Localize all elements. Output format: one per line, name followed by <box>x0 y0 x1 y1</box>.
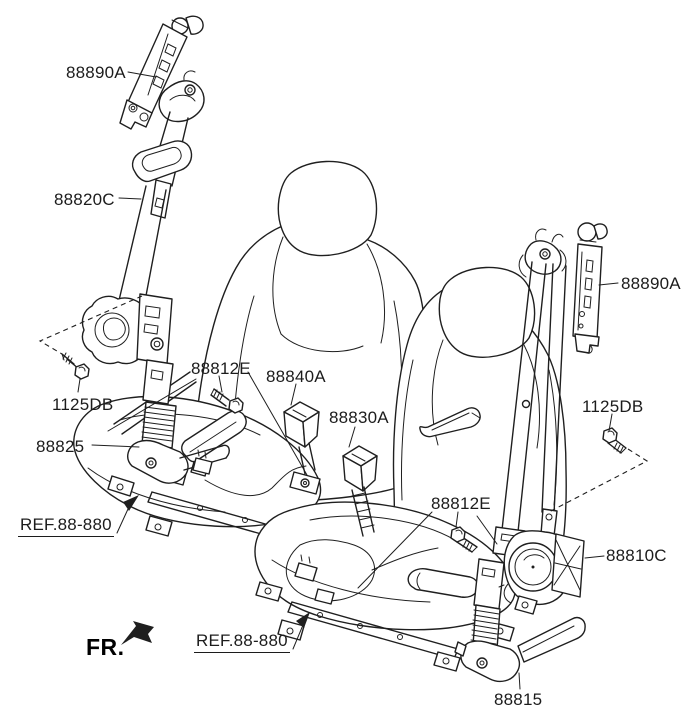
leader-lines <box>77 71 619 690</box>
ref-arrow-left-icon <box>116 495 139 534</box>
part-label-88825: 88825 <box>36 437 85 456</box>
part-label-1125db-right: 1125DB <box>582 397 644 416</box>
right-belt-height-adjuster <box>572 222 608 354</box>
part-label-88840a: 88840A <box>266 367 326 386</box>
part-label-88815: 88815 <box>494 690 543 709</box>
dashed-alignment-lines <box>38 295 649 513</box>
part-label-88812e-left: 88812E <box>191 359 251 378</box>
bolt-88812e-left <box>210 388 244 414</box>
part-label-88830a: 88830A <box>329 408 389 427</box>
ref-label-left: REF.88-880 <box>18 516 114 537</box>
left-belt-height-adjuster <box>119 15 204 130</box>
ref-arrow-bottom-icon <box>292 612 310 650</box>
part-label-88890a-right: 88890A <box>621 274 681 293</box>
part-label-88810c: 88810C <box>606 546 667 565</box>
belt-retractor-88810c <box>503 508 585 615</box>
right-seat-belt <box>419 228 567 558</box>
bolt-1125db-left <box>61 352 90 380</box>
anchor-pretensioner-88825 <box>127 359 230 484</box>
part-label-88812e-right: 88812E <box>431 494 491 513</box>
part-label-88820c: 88820C <box>54 190 115 209</box>
anchor-pretensioner-88815 <box>454 558 586 683</box>
bolt-1125db-right <box>602 427 627 454</box>
bolt-88812e-right <box>450 526 478 553</box>
fr-direction-arrow-icon <box>121 621 154 645</box>
right-seat <box>254 266 567 672</box>
part-label-88890a-left: 88890A <box>66 63 126 82</box>
part-label-1125db-left: 1125DB <box>52 395 114 414</box>
left-belt-retractor <box>81 293 173 365</box>
ref-label-bottom: REF.88-880 <box>194 632 290 653</box>
fr-direction-label: FR. <box>86 634 125 660</box>
buckle-88840a <box>283 401 321 495</box>
buckle-88830a <box>342 445 378 537</box>
